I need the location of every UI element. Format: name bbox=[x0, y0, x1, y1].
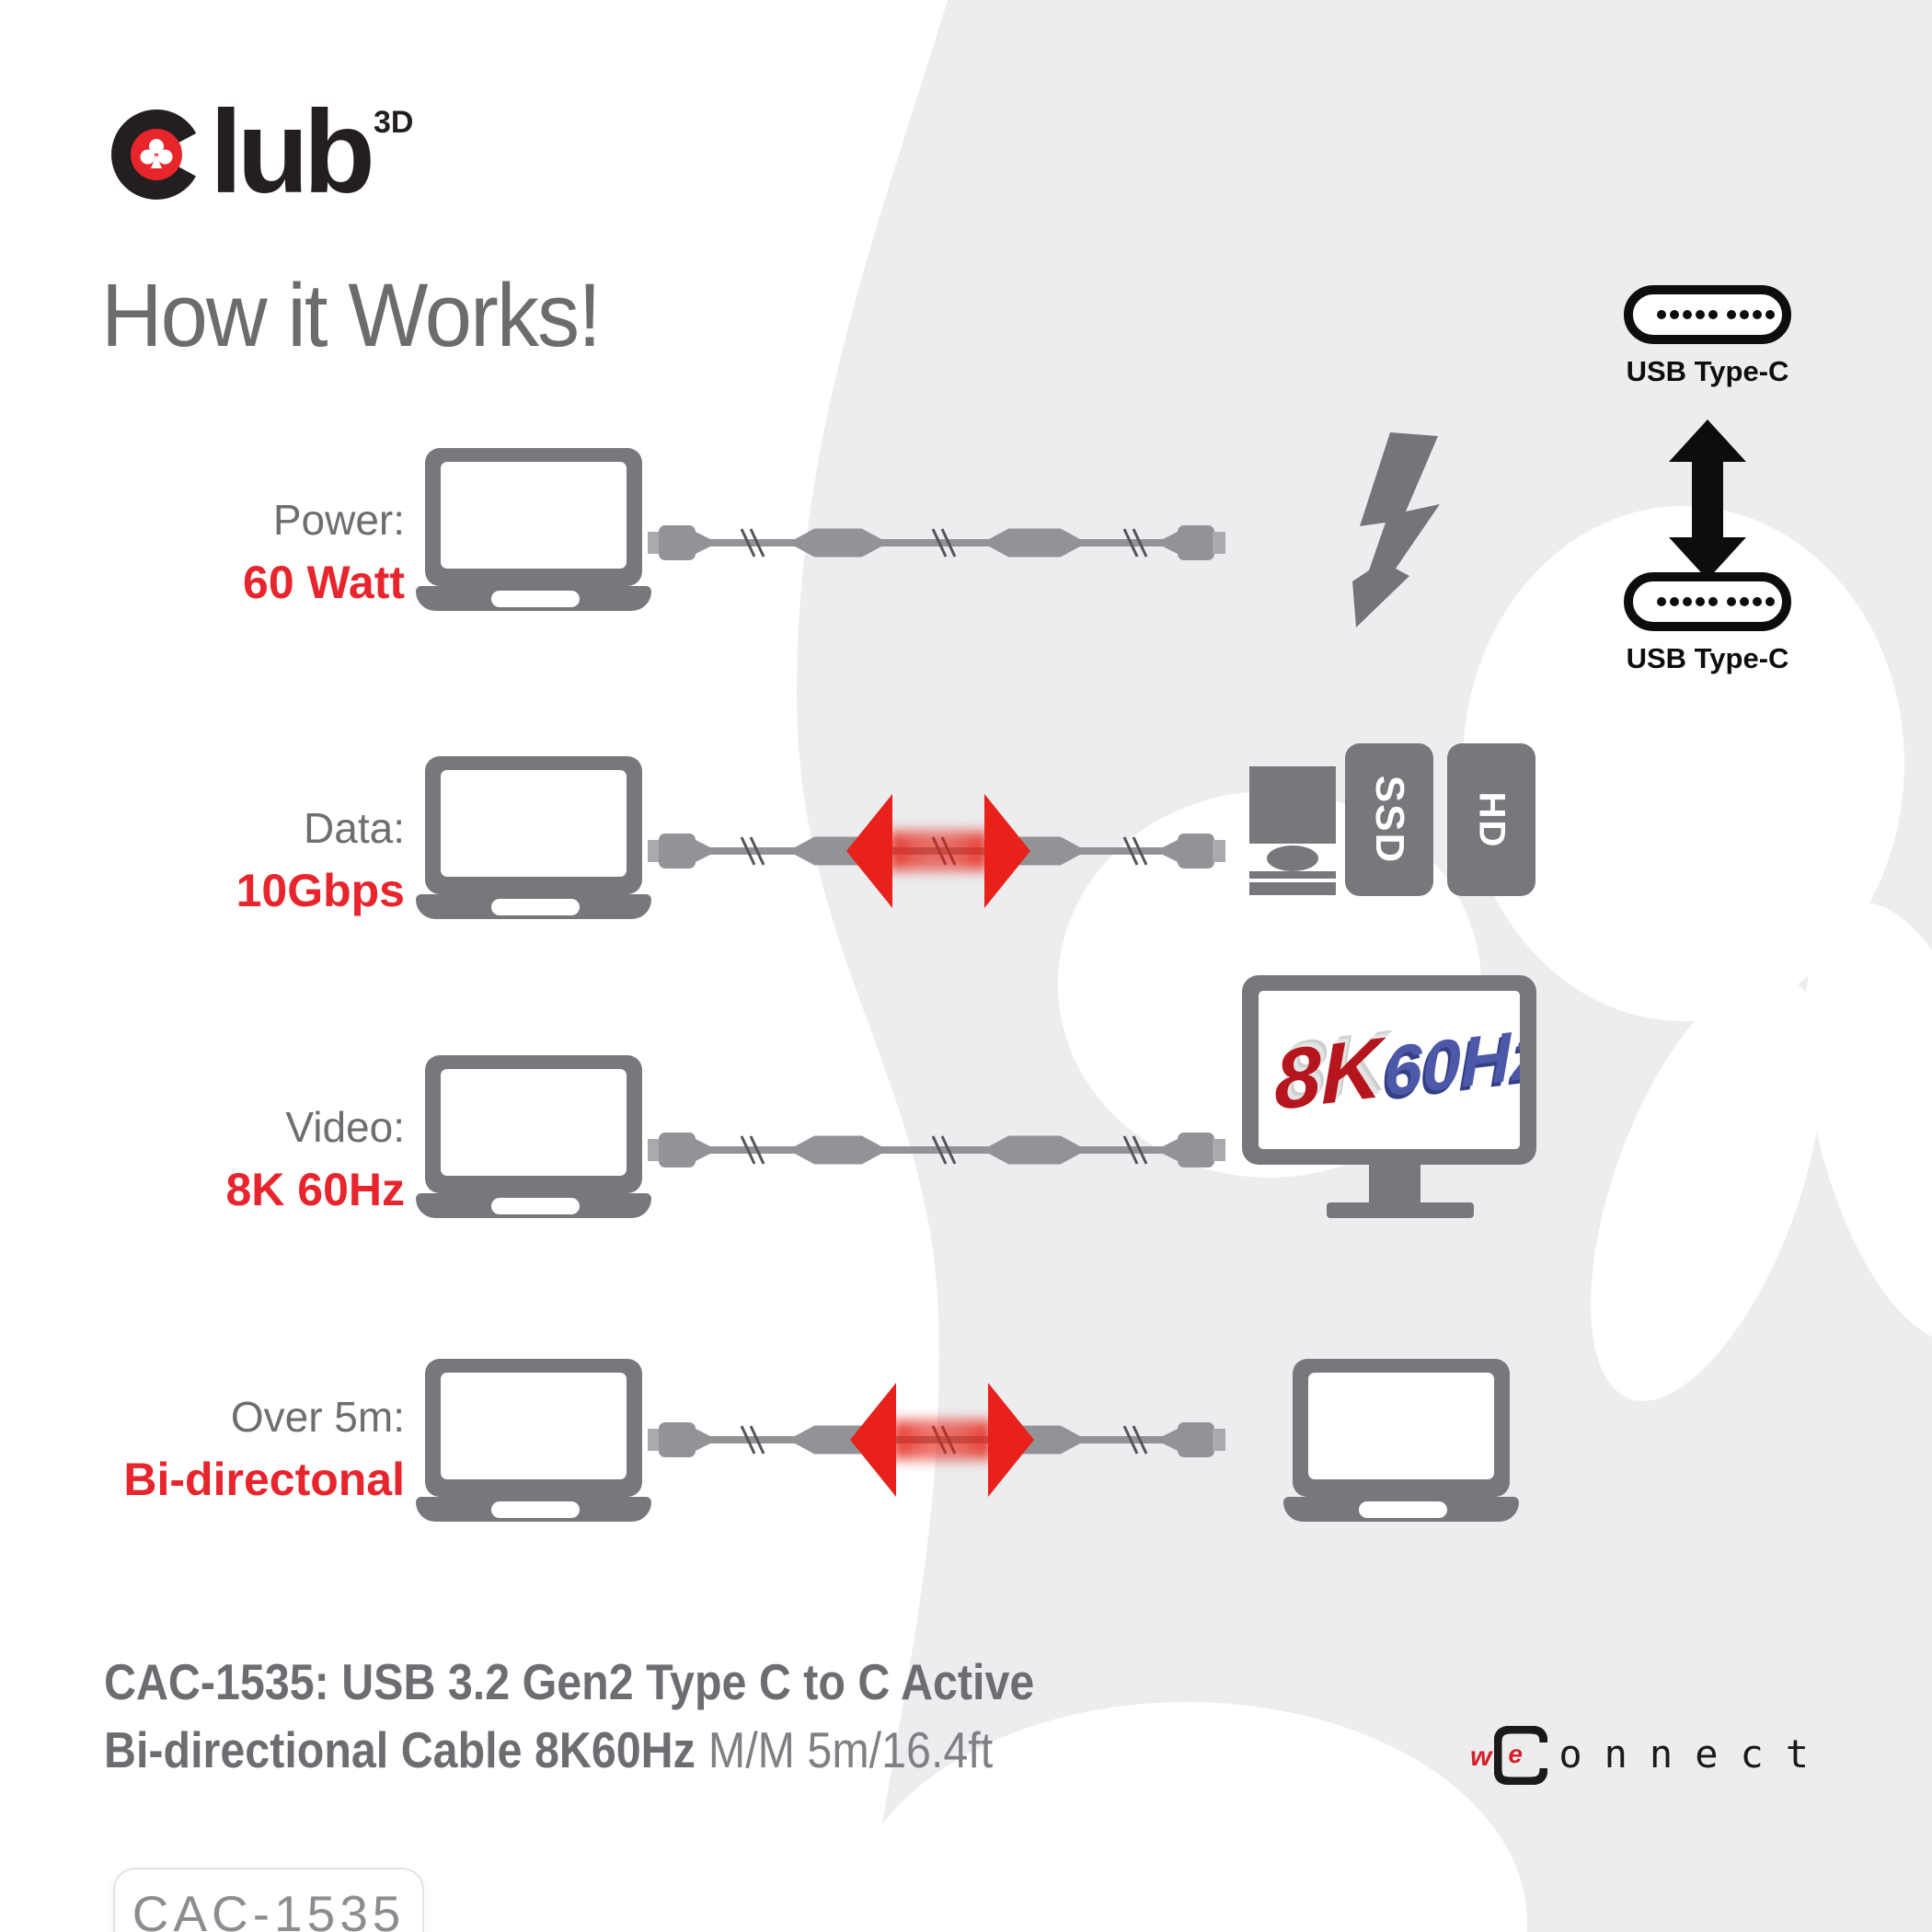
row-distance-label: Over 5m: bbox=[230, 1393, 405, 1441]
hd-label: HD bbox=[1471, 791, 1512, 848]
laptop-icon bbox=[416, 1359, 655, 1530]
row-data-label: Data: bbox=[304, 804, 405, 852]
logo-3d-sup: 3D bbox=[373, 105, 414, 140]
row-video: Video: 8K 60Hz bbox=[0, 1049, 1932, 1251]
row-data-value: 10Gbps bbox=[236, 865, 405, 916]
row-data: Data: 10Gbps bbox=[0, 750, 1932, 952]
lightning-bolt-icon bbox=[1352, 432, 1440, 627]
logo-wordmark: lub bbox=[210, 86, 375, 218]
laptop-icon bbox=[416, 1055, 655, 1226]
monitor-icon: 8K60Hz bbox=[1242, 975, 1540, 1224]
screen-60hz-label: 60Hz bbox=[1383, 1013, 1520, 1112]
usb-type-c-label-bottom: USB Type-C bbox=[1626, 642, 1789, 674]
sku-badge: CAC-1535 bbox=[113, 1868, 424, 1932]
hd-icon: HD bbox=[1447, 743, 1535, 896]
product-title-line1: CAC-1535: USB 3.2 Gen2 Type C to C Activ… bbox=[104, 1653, 1035, 1710]
laptop-icon bbox=[416, 756, 655, 927]
bidirectional-arrows-icon bbox=[846, 787, 1030, 915]
laptop-icon bbox=[416, 448, 655, 619]
row-power-label: Power: bbox=[272, 496, 405, 544]
row-distance: Over 5m: Bi-directonal bbox=[0, 1339, 1932, 1541]
weconnect-c-icon: e bbox=[1494, 1726, 1548, 1785]
weconnect-logo: w e onnect bbox=[1470, 1726, 1831, 1785]
weconnect-text: onnect bbox=[1558, 1731, 1832, 1777]
row-power: Power: 60 Watt bbox=[0, 442, 1932, 644]
row-video-value: 8K 60Hz bbox=[225, 1164, 405, 1215]
club3d-logo: lub 3D bbox=[110, 86, 413, 218]
cable-break-marks bbox=[740, 528, 1148, 558]
product-title-line2-bold: Bi-directional Cable 8K60Hz bbox=[104, 1721, 696, 1778]
weconnect-e: e bbox=[1508, 1740, 1523, 1768]
row-video-label: Video: bbox=[285, 1103, 405, 1151]
product-title-line2-light: M/M 5m/16.4ft bbox=[707, 1721, 994, 1778]
sku-label: CAC-1535 bbox=[132, 1885, 406, 1932]
usb-cable-icon bbox=[648, 1133, 1225, 1167]
weconnect-w: w bbox=[1470, 1742, 1492, 1772]
usb-cable-icon bbox=[648, 525, 1225, 560]
external-drive-icon bbox=[1249, 766, 1336, 895]
row-power-value: 60 Watt bbox=[243, 557, 405, 608]
screen-8k60hz-text: 8K60Hz bbox=[1273, 1000, 1520, 1131]
page-title: How it Works! bbox=[101, 265, 602, 365]
screen-8k-label: 8K bbox=[1273, 1020, 1383, 1129]
ssd-label: SSD bbox=[1367, 775, 1413, 865]
usb-type-c-label-top: USB Type-C bbox=[1626, 355, 1789, 387]
bidirectional-arrows-icon bbox=[850, 1375, 1034, 1504]
usb-type-c-connector-icon bbox=[1624, 572, 1791, 631]
club-ring-icon bbox=[111, 109, 201, 200]
laptop-icon bbox=[1283, 1359, 1523, 1530]
ssd-icon: SSD bbox=[1345, 743, 1433, 896]
row-distance-value: Bi-directonal bbox=[123, 1454, 405, 1505]
double-arrow-icon bbox=[1669, 420, 1746, 580]
usb-type-c-connector-icon bbox=[1624, 285, 1791, 344]
